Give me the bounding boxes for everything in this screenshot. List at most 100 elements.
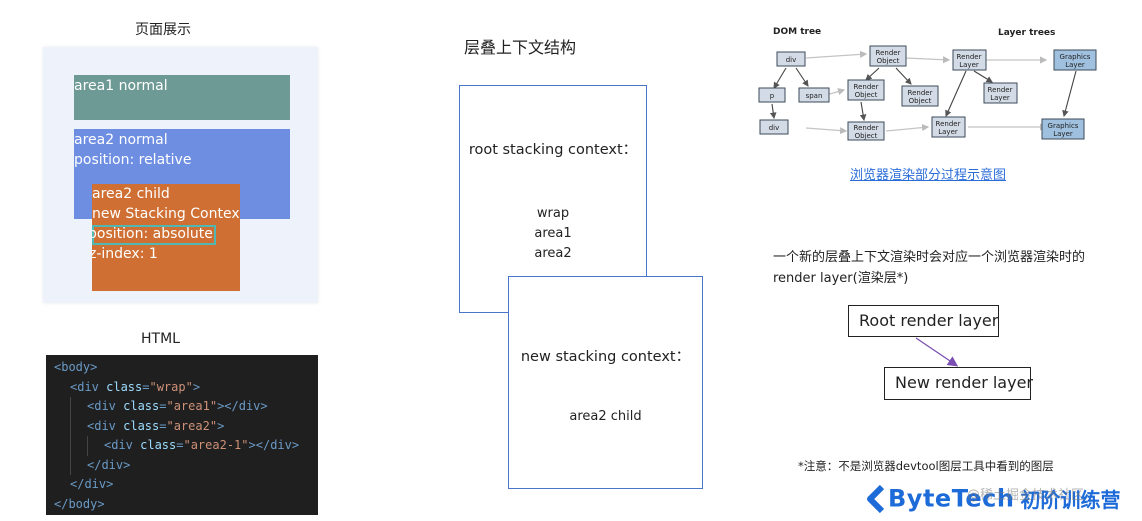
code-token: </body> <box>54 496 105 511</box>
code-token: class <box>106 379 143 394</box>
code-line: <body> <box>54 358 318 378</box>
ro1-line1: Render <box>876 49 901 57</box>
logo-text: ByteTech <box>888 484 1015 513</box>
node-div-b-text: div <box>769 124 780 132</box>
code-token: = <box>176 438 184 452</box>
dom-node-p: p <box>758 87 786 103</box>
render-layer-2: Render Layer <box>983 82 1018 104</box>
root-item-area1: area1 <box>534 226 572 241</box>
code-token: = <box>159 418 167 433</box>
code-token: "area2" <box>166 418 218 433</box>
code-line: <div class="area2-1"></div> <box>54 436 318 456</box>
render-layer-note: 一个新的层叠上下文渲染时会对应一个浏览器渲染时的render layer(渲染层… <box>773 250 1086 286</box>
gl1-line1: Graphics <box>1060 53 1091 61</box>
child-label-2: new Stacking Context <box>92 206 240 222</box>
code-line: </div> <box>54 455 318 475</box>
render-layer-1: Render Layer <box>952 49 987 71</box>
render-layer-arrow <box>915 337 959 367</box>
preview-title: 页面展示 <box>135 22 191 38</box>
code-token: "wrap" <box>149 379 193 394</box>
diagram-caption-link[interactable]: 浏览器渲染部分过程示意图 <box>850 168 1007 183</box>
root-context-label: root stacking context： <box>468 142 638 158</box>
node-p-text: p <box>770 92 775 100</box>
code-token: <div <box>104 438 141 452</box>
code-token: <body> <box>54 360 98 374</box>
tree-arrows <box>769 67 1077 122</box>
new-stacking-context-box: new stacking context： area2 child <box>508 276 703 489</box>
html-title: HTML <box>141 331 180 347</box>
new-item-area2-child: area2 child <box>569 409 642 424</box>
dom-node-div-child: div <box>759 119 789 135</box>
code-token: class <box>123 418 160 433</box>
child-label-4: z-index: 1 <box>92 246 158 262</box>
position-highlight-outline <box>92 225 216 245</box>
rl2-line2: Layer <box>990 94 1010 102</box>
ro2-line1: Render <box>854 83 879 91</box>
area1-box: area1 normal <box>74 75 290 120</box>
root-item-wrap: wrap <box>536 206 570 221</box>
code-token: <div <box>87 418 124 433</box>
code-token: </div> <box>87 457 131 472</box>
child-label-3: position: absolute <box>92 226 213 242</box>
watermark: @稀土掘金技术社区 <box>967 488 1085 503</box>
area2-label-1: area2 normal <box>74 132 168 148</box>
new-context-label: new stacking context： <box>520 349 691 365</box>
code-token: ></div> <box>217 399 268 413</box>
rl1-line2: Layer <box>959 61 979 69</box>
code-token: > <box>217 418 225 433</box>
dom-node-span: span <box>798 87 830 103</box>
root-stacking-context-box: root stacking context： wrap area1 area2 <box>459 85 647 313</box>
ro3-line1: Render <box>908 89 933 97</box>
render-object-2: Render Object <box>847 79 885 101</box>
code-token: "area1" <box>166 399 218 413</box>
graphics-layer-2: Graphics Layer <box>1041 118 1085 140</box>
rl3-line1: Render <box>936 120 961 128</box>
ro1-line2: Object <box>877 57 900 65</box>
code-line: <div class="area1"></div> <box>54 397 318 417</box>
node-div-a-text: div <box>786 56 797 64</box>
code-token: = <box>142 379 150 394</box>
code-token: class <box>140 438 177 452</box>
code-line: </body> <box>54 495 318 515</box>
new-render-layer-box: New render layer <box>884 367 1033 400</box>
render-object-4: Render Object <box>847 121 885 141</box>
html-code-block: <body> <div class="wrap"> <div class="ar… <box>46 355 318 515</box>
code-token: </div> <box>70 477 114 491</box>
code-token: <div <box>70 379 107 394</box>
render-layer-3: Render Layer <box>931 116 966 138</box>
gl2-line2: Layer <box>1053 130 1073 138</box>
layer-trees-title: Layer trees <box>998 28 1055 38</box>
code-token: > <box>192 379 201 394</box>
gl1-line2: Layer <box>1065 61 1085 69</box>
area2-label-2: position: relative <box>74 152 192 168</box>
root-render-layer-box: Root render layer <box>848 305 999 337</box>
gl2-line1: Graphics <box>1048 122 1079 130</box>
ro4-line1: Render <box>854 124 879 132</box>
code-line: <div class="area2"> <box>54 416 318 436</box>
code-token: class <box>123 399 160 413</box>
code-line: <div class="wrap"> <box>54 378 318 398</box>
child-label-1: area2 child <box>92 186 170 202</box>
ro2-line2: Object <box>855 91 878 99</box>
stacking-structure-title: 层叠上下文结构 <box>464 38 577 57</box>
render-object-1: Render Object <box>869 45 907 67</box>
code-token: ></div> <box>248 438 300 452</box>
area1-label: area1 normal <box>74 78 168 94</box>
root-item-area2: area2 <box>534 246 572 261</box>
devtool-footnote: *注意：不是浏览器devtool图层工具中看到的图层 <box>798 459 1054 473</box>
code-line: </div> <box>54 475 318 495</box>
ro4-line2: Object <box>855 132 878 140</box>
rl2-line1: Render <box>988 86 1013 94</box>
dom-tree-title: DOM tree <box>773 27 821 37</box>
rl3-line2: Layer <box>938 128 958 136</box>
code-token: "area2-1" <box>183 438 249 452</box>
render-object-3: Render Object <box>901 85 939 107</box>
rl1-line1: Render <box>957 53 982 61</box>
dom-layer-tree-diagram: DOM tree Layer trees div p span div <box>758 27 1097 141</box>
dom-node-div-root: div <box>776 51 806 67</box>
node-span-text: span <box>806 92 823 100</box>
code-token: <div <box>87 399 124 413</box>
ro3-line2: Object <box>909 97 932 105</box>
logo-cn-text: 初阶训练营 <box>1020 488 1121 512</box>
